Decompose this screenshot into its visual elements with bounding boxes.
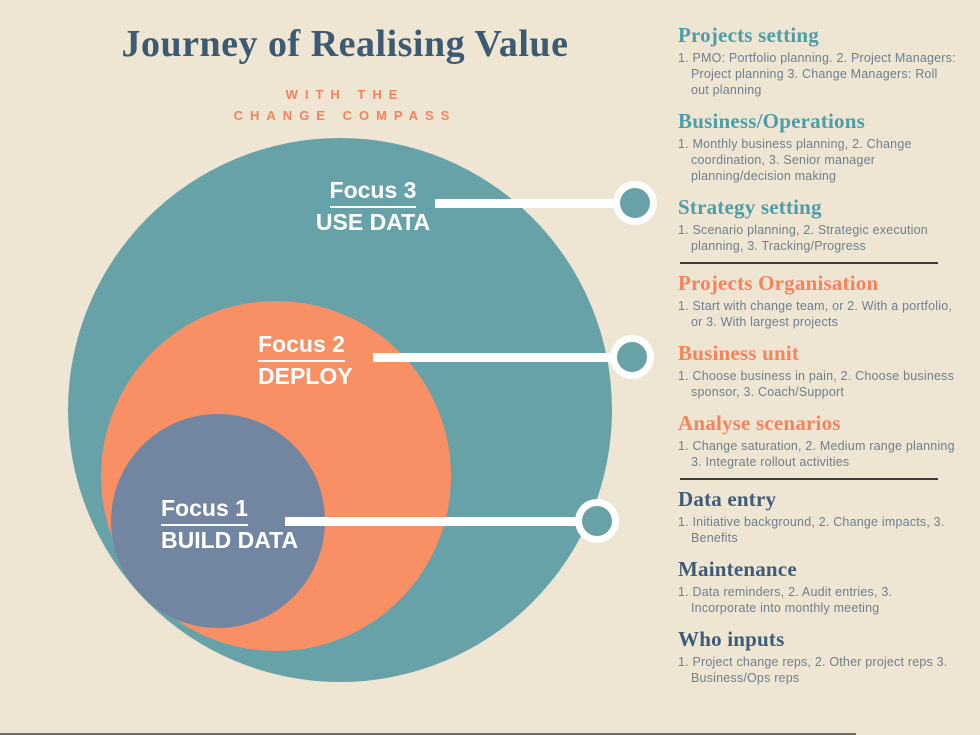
heading-business-operations: Business/Operations [678,109,866,133]
focus2-name: Focus 2 [258,330,345,362]
connector-line-focus2 [373,353,618,362]
section-divider-1 [680,262,938,264]
connector-dot-icon-focus2 [610,335,654,379]
subtitle-line1: WITH THE [285,87,405,102]
focus1-name: Focus 1 [161,494,248,526]
subtitle-line2: CHANGE COMPASS [233,108,457,123]
body-who-inputs: 1. Project change reps, 2. Other project… [678,655,948,685]
focus3-sublabel: USE DATA [315,209,431,235]
screenshot-bottom-edge [0,733,856,735]
body-maintenance: 1. Data reminders, 2. Audit entries, 3. … [678,585,893,615]
label-focus1: Focus 1 BUILD DATA [161,494,298,555]
connector-dot-icon-focus3 [613,181,657,225]
group-deploy: Projects Organisation 1. Start with chan… [678,272,956,470]
body-strategy-setting: 1. Scenario planning, 2. Strategic execu… [678,223,928,253]
group-use-data: Projects setting 1. PMO: Portfolio plann… [678,24,956,254]
focus3-name: Focus 3 [329,176,417,208]
body-data-entry: 1. Initiative background, 2. Change impa… [678,515,945,545]
body-business-unit: 1. Choose business in pain, 2. Choose bu… [678,369,955,399]
focus2-sublabel: DEPLOY [258,363,353,389]
right-column: Projects setting 1. PMO: Portfolio plann… [678,24,956,686]
subtitle: WITH THE CHANGE COMPASS [0,84,690,126]
heading-strategy-setting: Strategy setting [678,195,822,219]
heading-projects-setting: Projects setting [678,23,820,47]
heading-business-unit: Business unit [678,341,800,365]
section-divider-2 [680,478,938,480]
heading-maintenance: Maintenance [678,557,797,581]
body-analyse-scenarios: 1. Change saturation, 2. Medium range pl… [678,439,955,469]
focus1-sublabel: BUILD DATA [161,527,299,553]
heading-analyse-scenarios: Analyse scenarios [678,411,841,435]
page-title: Journey of Realising Value [121,23,569,65]
connector-dot-icon-focus1 [575,499,619,543]
body-business-operations: 1. Monthly business planning, 2. Change … [678,137,912,183]
label-focus3: Focus 3 USE DATA [273,176,473,237]
heading-projects-organisation: Projects Organisation [678,271,879,295]
label-focus2: Focus 2 DEPLOY [258,330,353,391]
body-projects-organisation: 1. Start with change team, or 2. With a … [678,299,953,329]
connector-line-focus3 [435,199,620,208]
body-projects-setting: 1. PMO: Portfolio planning. 2. Project M… [678,51,956,97]
heading-data-entry: Data entry [678,487,777,511]
group-build-data: Data entry 1. Initiative background, 2. … [678,488,956,686]
connector-line-focus1 [285,517,585,526]
heading-who-inputs: Who inputs [678,627,785,651]
